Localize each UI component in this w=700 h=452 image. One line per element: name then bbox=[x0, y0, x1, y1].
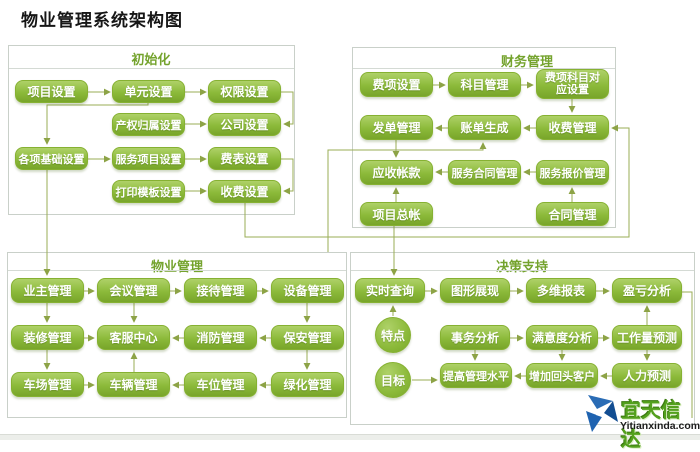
group-title-property: 物业管理 bbox=[150, 259, 204, 274]
node-vehicle-mgmt: 车辆管理 bbox=[97, 372, 170, 397]
node-company-setup: 公司设置 bbox=[208, 113, 281, 136]
node-owner-mgmt: 业主管理 bbox=[11, 278, 84, 303]
node-service-quote-mgmt: 服务报价管理 bbox=[536, 160, 609, 185]
node-subject-mgmt: 科目管理 bbox=[448, 72, 521, 97]
group-header-separator bbox=[353, 68, 615, 69]
node-repeat-customers: 增加回头客户 bbox=[526, 363, 598, 388]
node-service-item-setup: 服务项目设置 bbox=[112, 147, 185, 170]
node-contract-mgmt: 合同管理 bbox=[536, 202, 609, 226]
node-fire-mgmt: 消防管理 bbox=[184, 325, 257, 350]
node-multidim-report: 多维报表 bbox=[526, 278, 596, 303]
brand-logo-icon bbox=[586, 395, 618, 432]
node-graphic-display: 图形展现 bbox=[440, 278, 510, 303]
node-security-mgmt: 保安管理 bbox=[271, 325, 344, 350]
node-receivables: 应收帐款 bbox=[360, 160, 433, 185]
page-bottom-strip bbox=[0, 434, 700, 440]
brand-url: Yitianxinda.com bbox=[620, 420, 700, 432]
node-renovation-mgmt: 装修管理 bbox=[11, 325, 84, 350]
node-feature-circle: 特点 bbox=[375, 317, 411, 353]
node-workload-forecast: 工作量预测 bbox=[612, 325, 682, 350]
node-transaction-analysis: 事务分析 bbox=[440, 325, 510, 350]
node-fee-subject-mapping: 费项科目对应设置 bbox=[536, 69, 609, 99]
node-parking-space-mgmt: 车位管理 bbox=[184, 372, 257, 397]
node-permission-setup: 权限设置 bbox=[208, 80, 281, 103]
node-profit-loss-analysis: 盈亏分析 bbox=[612, 278, 682, 303]
node-satisfaction-analysis: 满意度分析 bbox=[526, 325, 598, 350]
node-print-template-setup: 打印模板设置 bbox=[112, 180, 185, 203]
node-bill-generation: 账单生成 bbox=[448, 115, 521, 140]
node-service-center: 客服中心 bbox=[97, 325, 170, 350]
node-project-ledger: 项目总帐 bbox=[360, 202, 433, 226]
node-parking-lot-mgmt: 车场管理 bbox=[11, 372, 84, 397]
node-greening-mgmt: 绿化管理 bbox=[271, 372, 344, 397]
page-title: 物业管理系统架构图 bbox=[21, 11, 183, 30]
node-billing-dispatch: 发单管理 bbox=[360, 115, 433, 140]
node-charge-setup: 收费设置 bbox=[208, 180, 281, 203]
group-header-separator bbox=[351, 270, 694, 271]
node-hr-forecast: 人力预测 bbox=[612, 363, 682, 388]
group-title-finance: 财务管理 bbox=[500, 54, 554, 69]
node-charge-mgmt: 收费管理 bbox=[536, 115, 609, 140]
node-service-contract-mgmt: 服务合同管理 bbox=[448, 160, 521, 185]
group-header-separator bbox=[8, 270, 346, 271]
watermark: 宜天信达 Yitianxinda.com bbox=[583, 392, 700, 451]
group-header-separator bbox=[9, 68, 294, 69]
node-meeting-mgmt: 会议管理 bbox=[97, 278, 170, 303]
node-unit-setup: 单元设置 bbox=[112, 80, 185, 103]
node-realtime-query: 实时查询 bbox=[355, 278, 425, 303]
node-basic-setup: 各项基础设置 bbox=[15, 147, 88, 170]
group-title-decision: 决策支持 bbox=[495, 259, 549, 274]
node-ownership-setup: 产权归属设置 bbox=[112, 113, 185, 136]
node-fee-item-setup: 费项设置 bbox=[360, 72, 433, 97]
node-fee-table-setup: 费表设置 bbox=[208, 147, 281, 170]
node-reception-mgmt: 接待管理 bbox=[184, 278, 257, 303]
node-goal-circle: 目标 bbox=[375, 362, 411, 398]
node-improve-mgmt-level: 提高管理水平 bbox=[440, 363, 512, 388]
node-project-setup: 项目设置 bbox=[15, 80, 88, 103]
group-title-initialization: 初始化 bbox=[131, 52, 171, 67]
node-equipment-mgmt: 设备管理 bbox=[271, 278, 344, 303]
